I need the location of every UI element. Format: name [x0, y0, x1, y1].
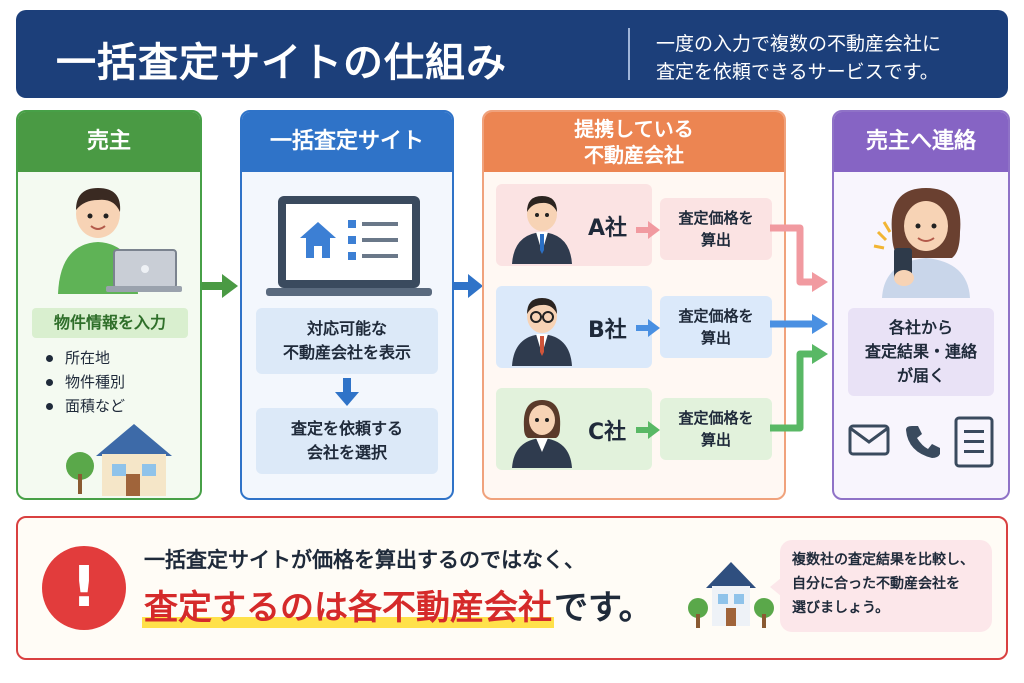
list-item: 面積など: [46, 394, 125, 418]
box2-line-2: 会社を選択: [306, 443, 387, 462]
page-title: 一括査定サイトの仕組み: [56, 40, 507, 86]
bullet-dot: [46, 402, 53, 410]
calc-line-2: 算出: [700, 329, 731, 347]
contact-column: 売主へ連絡 各社から 査定結果・連絡 が届く: [832, 110, 1010, 500]
company-name: B社: [588, 318, 627, 343]
notice-suffix: です。: [554, 588, 653, 628]
advice-line-1: 複数社の査定結果を比較し、: [792, 552, 974, 568]
advice-line-2: 自分に合った不動産会社を: [792, 576, 960, 592]
company-row-c: C社: [496, 388, 652, 470]
input-info-label: 物件情報を入力: [32, 308, 188, 338]
available-companies-box: 対応可能な 不動産会社を表示: [256, 308, 438, 374]
list-item-label: 所在地: [65, 349, 111, 367]
calc-line-1: 査定価格を: [678, 307, 754, 325]
businessman-icon: [512, 196, 572, 264]
bullet-dot: [46, 354, 53, 362]
notice-highlight: 査定するのは各不動産会社: [142, 588, 554, 628]
companies-heading-line-1: 提携している: [574, 117, 694, 141]
box1-line-2: 不動産会社を表示: [282, 343, 411, 362]
calc-line-1: 査定価格を: [678, 409, 754, 427]
header-subtitle: 一度の入力で複数の不動産会社に 査定を依頼できるサービスです。: [656, 30, 996, 86]
subtitle-line-1: 一度の入力で複数の不動産会社に: [656, 33, 942, 55]
result-line-1: 各社から: [888, 318, 953, 337]
list-item: 物件種別: [46, 370, 125, 394]
bullet-dot: [46, 378, 53, 386]
companies-heading-line-2: 不動産会社: [584, 143, 684, 167]
notice-line-2: 査定するのは各不動産会社です。: [142, 580, 653, 629]
phone-icon: [906, 426, 940, 458]
calc-line-2: 算出: [700, 231, 731, 249]
list-item-label: 物件種別: [65, 373, 126, 391]
site-column: 一括査定サイト 対応可能な 不動産会社を表示 査定を依頼する 会社を選択: [240, 110, 454, 500]
arrow-right-icon: [636, 319, 660, 337]
result-line-3: が届く: [896, 366, 945, 385]
property-info-list: 所在地 物件種別 面積など: [46, 346, 125, 418]
laptop-checklist-icon: [266, 196, 432, 296]
contact-heading: 売主へ連絡: [834, 112, 1008, 172]
arrow-right-icon: [636, 421, 660, 439]
calc-line-1: 査定価格を: [678, 209, 754, 227]
advice-bubble: 複数社の査定結果を比較し、 自分に合った不動産会社を 選びましょう。: [770, 540, 992, 632]
person-laptop-icon: [58, 188, 182, 294]
company-row-a: A社: [496, 184, 652, 266]
calc-line-2: 算出: [700, 431, 731, 449]
notice-banner: ! 一括査定サイトが価格を算出するのではなく、 査定するのは各不動産会社です。 …: [16, 516, 1008, 660]
document-icon: [954, 416, 994, 468]
header-divider: [628, 28, 630, 80]
select-company-box: 査定を依頼する 会社を選択: [256, 408, 438, 474]
seller-heading: 売主: [18, 112, 200, 172]
mail-icon: [848, 424, 890, 456]
list-item-label: 面積など: [65, 397, 126, 415]
house-icon: [66, 424, 172, 496]
subtitle-line-2: 査定を依頼できるサービスです。: [656, 61, 939, 83]
notice-line-1: 一括査定サイトが価格を算出するのではなく、: [144, 548, 585, 572]
woman-phone-icon: [873, 188, 970, 298]
calc-box-c: 査定価格を 算出: [660, 398, 772, 460]
companies-heading: 提携している 不動産会社: [484, 112, 784, 172]
list-item: 所在地: [46, 346, 125, 370]
companies-column: 提携している 不動産会社 A社 査定価格を 算出: [482, 110, 786, 500]
businessman-glasses-icon: [512, 298, 572, 366]
result-line-2: 査定結果・連絡: [864, 342, 977, 361]
header-banner: 一括査定サイトの仕組み 一度の入力で複数の不動産会社に 査定を依頼できるサービス…: [16, 10, 1008, 98]
calc-box-a: 査定価格を 算出: [660, 198, 772, 260]
box2-line-1: 査定を依頼する: [290, 419, 403, 438]
box1-line-1: 対応可能な: [306, 319, 387, 338]
arrow-right-icon: [454, 274, 483, 298]
company-row-b: B社: [496, 286, 652, 368]
flow-connector-arrows: [770, 224, 828, 432]
businesswoman-icon: [512, 400, 572, 468]
calc-box-b: 査定価格を 算出: [660, 296, 772, 358]
arrow-right-icon: [202, 274, 238, 298]
arrow-right-icon: [636, 221, 660, 239]
seller-column: 売主 物件情報を入力 所在地 物件種別 面積など: [16, 110, 202, 500]
site-heading: 一括査定サイト: [242, 112, 452, 172]
company-name: A社: [588, 216, 628, 241]
warning-icon: !: [42, 546, 126, 630]
result-box: 各社から 査定結果・連絡 が届く: [848, 308, 994, 396]
arrow-down-icon: [335, 378, 359, 406]
house-icon: [688, 562, 774, 628]
company-name: C社: [588, 420, 627, 445]
advice-line-3: 選びましょう。: [792, 600, 890, 616]
